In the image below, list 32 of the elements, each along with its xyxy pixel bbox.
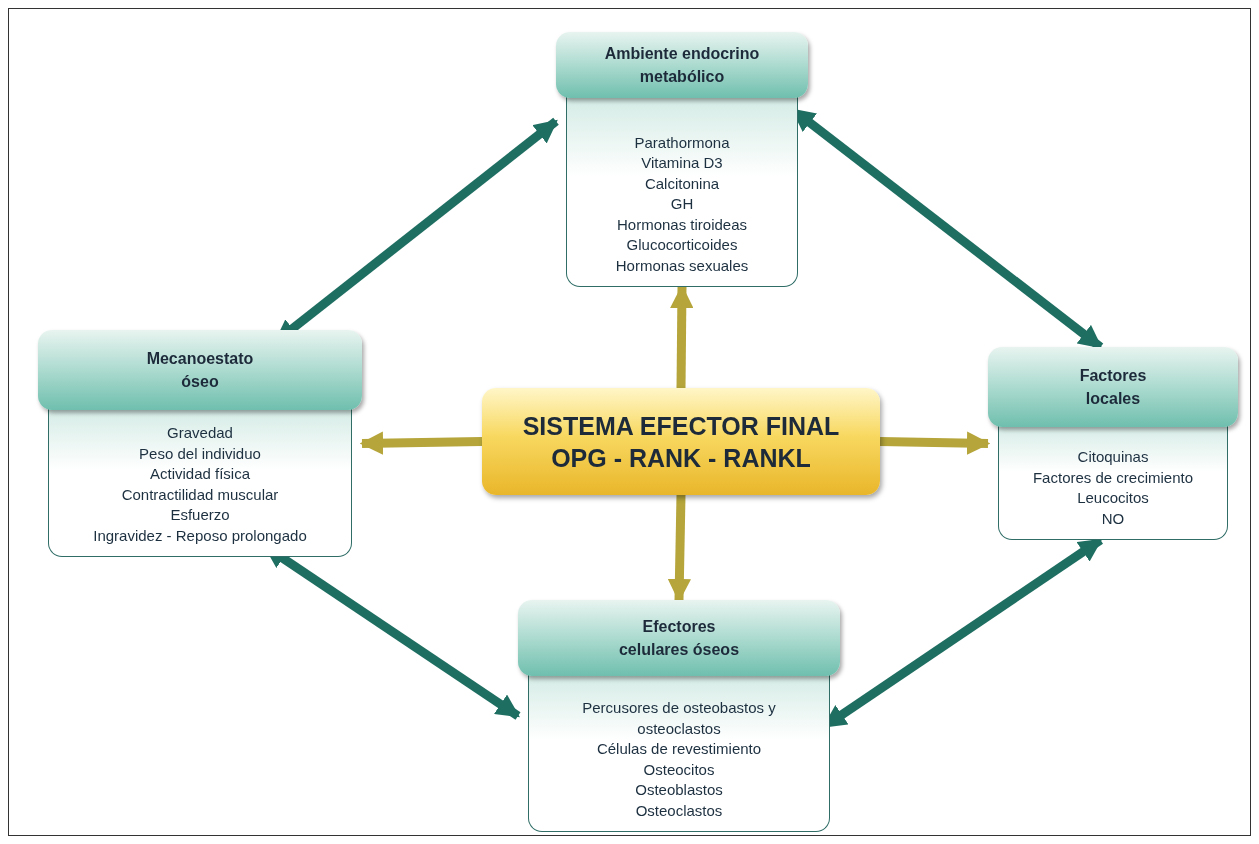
list-item: Esfuerzo (170, 505, 230, 525)
category-heading: Ambiente endocrino metabólico (556, 32, 808, 98)
list-item: GH (670, 194, 694, 214)
arrow (667, 494, 692, 603)
list-item: Actividad física (149, 464, 250, 484)
list-item: NO (1101, 508, 1125, 529)
list-item: Ingravidez - Reposo prolongado (93, 525, 307, 546)
list-item: Contractilidad muscular (121, 484, 279, 505)
list-item: Hormonas sexuales (615, 255, 749, 276)
central-title-line: OPG - RANK - RANKL (551, 442, 811, 474)
list-item: Glucocorticoides (626, 235, 738, 255)
category-heading: Mecanoestato óseo (38, 330, 362, 410)
list-item: Peso del individuo (139, 443, 261, 464)
list-item: Gravedad (167, 423, 233, 443)
list-item: Citoquinas (1077, 447, 1149, 467)
list-item: Parathormona (634, 132, 730, 153)
category-heading: Efectores celulares óseos (518, 600, 840, 676)
list-item: Leucocitos (1077, 488, 1149, 508)
list-item: Percusores de osteobastos y osteoclastos (581, 698, 777, 739)
category-heading: Factores locales (988, 347, 1238, 427)
list-item: Vitamina D3 (641, 153, 723, 173)
list-item: Calcitonina (644, 173, 720, 194)
arrow (359, 431, 483, 455)
list-item: Osteocitos (643, 759, 715, 780)
arrow (879, 431, 991, 455)
list-item: Hormonas tiroideas (616, 214, 748, 235)
list-item: Osteoblastos (635, 780, 723, 800)
central-title-line: SISTEMA EFECTOR FINAL (522, 410, 840, 442)
central-box (482, 388, 880, 495)
list-item: Células de revestimiento (596, 739, 762, 759)
list-item: Osteoclastos (635, 800, 723, 821)
list-item: Factores de crecimiento (1032, 467, 1194, 488)
